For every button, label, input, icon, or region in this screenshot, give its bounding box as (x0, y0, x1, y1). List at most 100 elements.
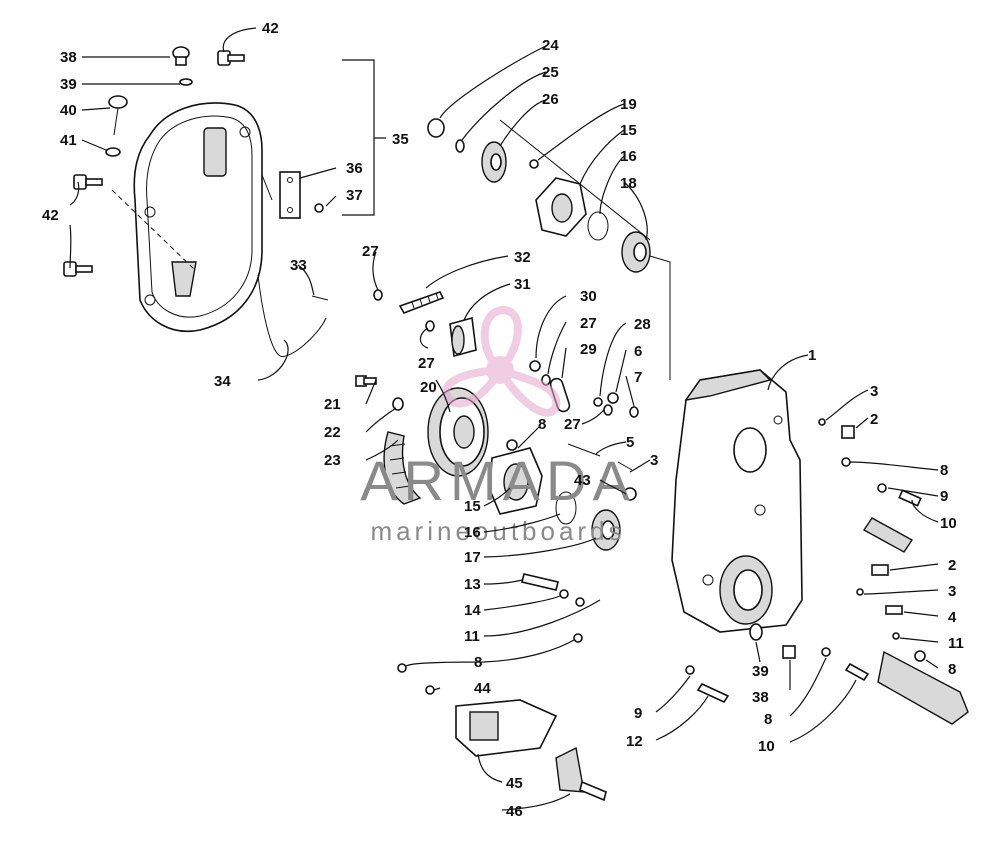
cotter-pin (311, 295, 329, 301)
drain-plug-o-ring (179, 78, 193, 86)
callout-27: 27 (362, 243, 379, 260)
callout-23: 23 (324, 452, 341, 469)
callout-7: 7 (634, 369, 642, 386)
callout-42: 42 (262, 20, 279, 37)
washer-7 (629, 406, 639, 418)
callout-20: 20 (420, 379, 437, 396)
callout-3: 3 (650, 452, 658, 469)
tensioner-block (449, 316, 477, 358)
callout-31: 31 (514, 276, 531, 293)
washer-11-left (575, 597, 585, 607)
bolt-6 (607, 392, 619, 404)
washer-22 (392, 397, 404, 411)
washer-3-lower (856, 588, 864, 596)
cover-plate (279, 171, 301, 219)
callout-8: 8 (474, 654, 482, 671)
bolt-10-right (898, 489, 922, 507)
cover-bolt-left-upper (73, 174, 103, 190)
callout-5: 5 (626, 434, 634, 451)
callout-6: 6 (634, 343, 642, 360)
chaincase-cover (133, 102, 263, 333)
callout-18: 18 (620, 175, 637, 192)
callout-2: 2 (870, 411, 878, 428)
chaincase-housing (671, 369, 803, 633)
bearing-lower (591, 509, 621, 551)
dipstick-o-ring (105, 147, 121, 157)
callout-27: 27 (564, 416, 581, 433)
washer-3-right (818, 418, 826, 426)
callout-14: 14 (464, 602, 481, 619)
callout-42: 42 (42, 207, 59, 224)
bolt-4 (885, 605, 903, 615)
callout-28: 28 (634, 316, 651, 333)
washer-27-lower (603, 404, 613, 416)
nut-8-right (841, 457, 851, 467)
callout-38: 38 (752, 689, 769, 706)
bolt-12 (696, 682, 730, 704)
callout-34: 34 (214, 373, 231, 390)
cover-bolt-left-lower (63, 261, 93, 277)
washer-44 (425, 685, 435, 695)
callout-8: 8 (940, 462, 948, 479)
washer-14 (559, 589, 569, 599)
callout-26: 26 (542, 91, 559, 108)
callout-43: 43 (574, 472, 591, 489)
washer-9-bottom (685, 665, 695, 675)
nut-8-left (573, 633, 583, 643)
bolt-13 (521, 573, 559, 591)
bolt-2-lower (871, 564, 889, 576)
callout-8: 8 (948, 661, 956, 678)
callout-24: 24 (542, 37, 559, 54)
washer-9-right (877, 483, 887, 493)
callout-2: 2 (948, 557, 956, 574)
washer-tensioner (425, 320, 435, 332)
callout-29: 29 (580, 341, 597, 358)
callout-16: 16 (464, 524, 481, 541)
nut-43 (623, 487, 637, 501)
nut-28 (593, 397, 603, 407)
callout-44: 44 (474, 680, 491, 697)
callout-30: 30 (580, 288, 597, 305)
clip-3 (617, 461, 633, 471)
callout-3: 3 (870, 383, 878, 400)
nut-8-far-right (914, 650, 926, 662)
spacer-19 (529, 159, 539, 169)
callout-39: 39 (752, 663, 769, 680)
callout-1: 1 (808, 347, 816, 364)
washer-upper (373, 289, 383, 301)
nut-8-mid (506, 439, 518, 451)
lower-sprocket (427, 387, 489, 477)
callout-45: 45 (506, 775, 523, 792)
callout-8: 8 (764, 711, 772, 728)
dipstick (108, 95, 128, 136)
callout-17: 17 (464, 549, 481, 566)
washer-25 (455, 139, 465, 153)
armada-logo (442, 305, 561, 417)
callout-36: 36 (346, 160, 363, 177)
bearing-upper (621, 231, 651, 273)
seal-lower (555, 491, 577, 525)
callout-38: 38 (60, 49, 77, 66)
bearing-plate-upper (535, 177, 587, 237)
callout-11: 11 (464, 628, 480, 645)
callout-4: 4 (948, 609, 957, 626)
callout-21: 21 (324, 396, 341, 413)
leader-lines (69, 27, 939, 811)
plate-screw (314, 203, 324, 213)
callout-41: 41 (60, 132, 77, 149)
tension-spring-wire (257, 274, 327, 357)
cover-bolt-top (217, 50, 245, 66)
drive-chain (383, 431, 422, 505)
watermark-brand: ARMADA (360, 449, 636, 512)
upper-sprocket (481, 141, 507, 183)
tensioner-adjuster-bolt (398, 291, 445, 314)
callout-37: 37 (346, 187, 363, 204)
callout-9: 9 (940, 488, 948, 505)
seal-upper (587, 211, 609, 241)
callout-39: 39 (60, 76, 77, 93)
callout-15: 15 (620, 122, 637, 139)
callout-46: 46 (506, 803, 523, 820)
callout-13: 13 (464, 576, 481, 593)
callout-11: 11 (948, 635, 964, 652)
